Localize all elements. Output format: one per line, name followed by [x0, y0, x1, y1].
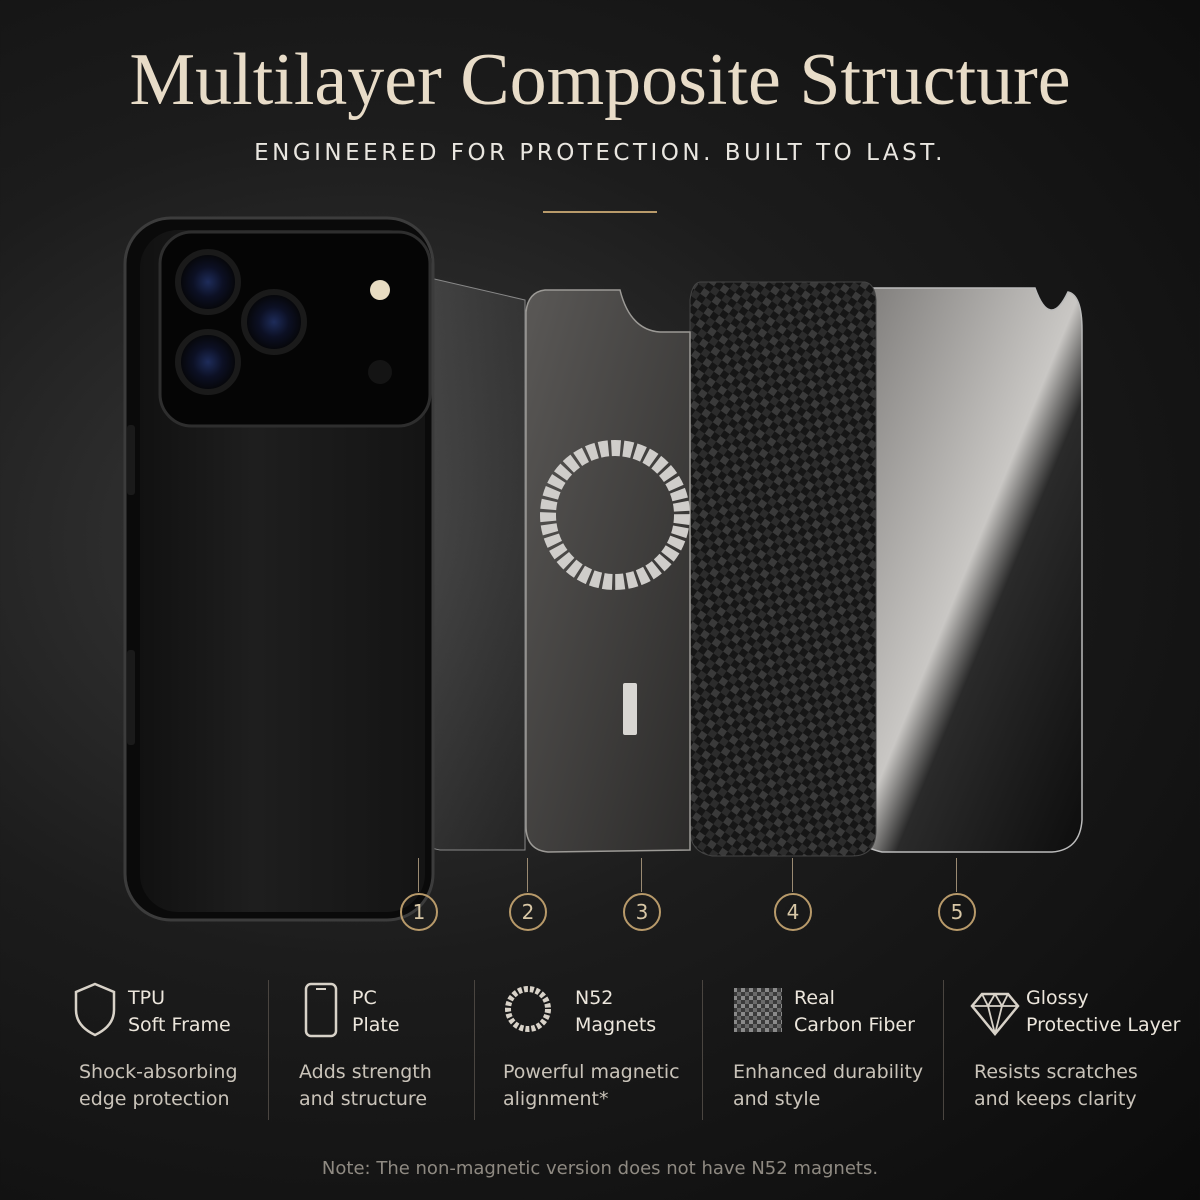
- layer-3-number: 3: [623, 893, 661, 931]
- feature-row: TPU Soft Frame Shock-absorbing edge prot…: [0, 975, 1200, 1135]
- page-title: Multilayer Composite Structure: [129, 39, 1071, 121]
- footnote: Note: The non-magnetic version does not …: [321, 1158, 879, 1179]
- layer-1-number: 1: [400, 893, 438, 931]
- feature-carbon-fiber: Real Carbon Fiber Enhanced durability an…: [733, 975, 933, 1125]
- feature-tpu-frame: TPU Soft Frame Shock-absorbing edge prot…: [70, 975, 260, 1125]
- layer-4-number: 4: [774, 893, 812, 931]
- title-divider: [543, 211, 657, 213]
- feature-name: N52 Magnets: [575, 987, 657, 1036]
- feature-description: Adds strength and structure: [299, 1061, 432, 1110]
- layer-2-leader: [527, 858, 528, 892]
- pc-plate-layer: [525, 289, 691, 853]
- feature-divider: [268, 980, 269, 1120]
- feature-description: Shock-absorbing edge protection: [79, 1061, 238, 1110]
- feature-name: Real Carbon Fiber: [794, 987, 915, 1036]
- layer-2-number: 2: [509, 893, 547, 931]
- glossy-layer: [849, 287, 1083, 853]
- layer-1-leader: [418, 858, 419, 892]
- feature-n52-magnets: N52 Magnets Powerful magnetic alignment*: [503, 975, 693, 1125]
- page-subtitle: ENGINEERED FOR PROTECTION. BUILT TO LAST…: [254, 140, 946, 166]
- phone-case-layer: [123, 216, 435, 922]
- feature-divider: [943, 980, 944, 1120]
- feature-description: Enhanced durability and style: [733, 1061, 924, 1110]
- diamond-icon: [970, 992, 1020, 1036]
- feature-name: TPU Soft Frame: [128, 987, 231, 1036]
- phone-outline-icon: [304, 982, 338, 1038]
- carbon-fiber-icon: [734, 988, 782, 1032]
- feature-divider: [702, 980, 703, 1120]
- feature-description: Powerful magnetic alignment*: [503, 1061, 680, 1110]
- magnet-ring-icon: [505, 986, 551, 1032]
- shield-icon: [74, 982, 116, 1037]
- feature-divider: [474, 980, 475, 1120]
- layer-3-leader: [641, 858, 642, 892]
- feature-pc-plate: PC Plate Adds strength and structure: [298, 975, 468, 1125]
- layer-4-leader: [792, 858, 793, 892]
- layer-5-leader: [956, 858, 957, 892]
- layer-5-number: 5: [938, 893, 976, 931]
- feature-description: Resists scratches and keeps clarity: [974, 1061, 1138, 1110]
- feature-name: PC Plate: [352, 987, 400, 1036]
- feature-glossy-layer: Glossy Protective Layer Resists scratche…: [970, 975, 1190, 1125]
- carbon-fiber-layer: [689, 281, 877, 857]
- feature-name: Glossy Protective Layer: [1026, 987, 1181, 1036]
